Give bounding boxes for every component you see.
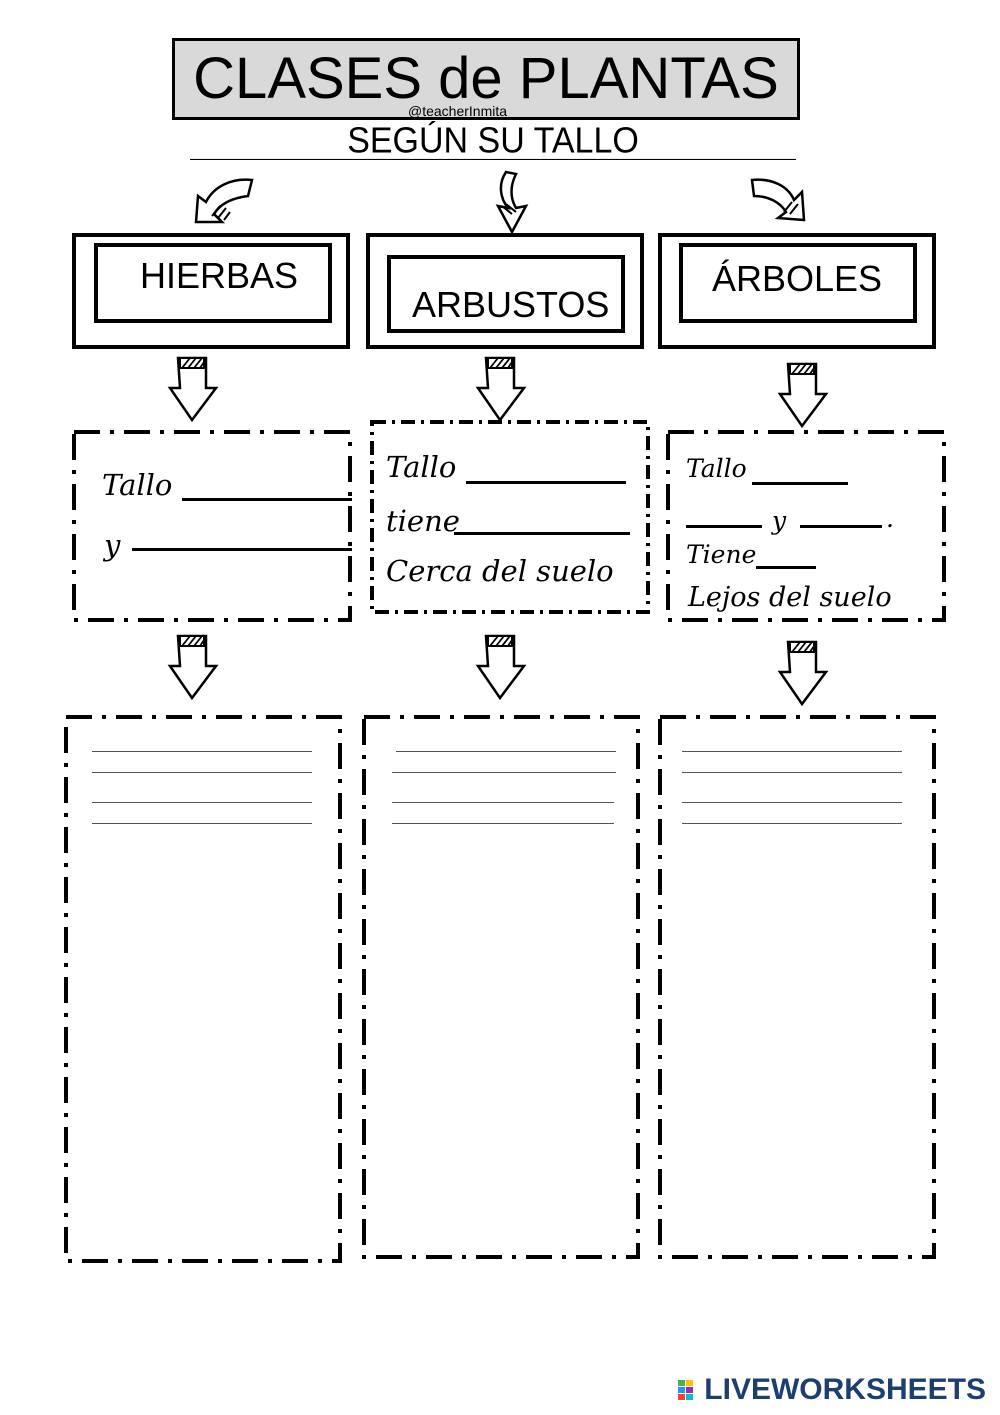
arbustos-tallo-blank[interactable] [466, 481, 626, 484]
arrow-left-curved-icon [194, 178, 254, 224]
arboles-dot: . [886, 504, 894, 533]
hierbas-y-label: y [104, 528, 121, 562]
description-box-arboles [666, 430, 946, 622]
arbustos-tiene-label: tiene [386, 504, 460, 538]
arboles-tallo-blank[interactable] [752, 482, 848, 485]
category-inner-arboles [679, 243, 917, 323]
brand-name: LIVEWORKSHEETS [704, 1373, 986, 1406]
page-subtitle: SEGÚN SU TALLO [190, 119, 796, 161]
hierbas-tallo-blank[interactable] [182, 498, 352, 501]
arboles-tiene-blank[interactable] [756, 566, 816, 569]
category-inner-hierbas [94, 243, 332, 323]
description-box-hierbas [72, 430, 352, 622]
arrow-down-icon [475, 356, 527, 423]
description-box-arbustos [370, 420, 650, 614]
writing-line [396, 751, 616, 752]
writing-line [682, 772, 902, 773]
arrow-down-icon [167, 356, 219, 423]
category-label-arbustos: ARBUSTOS [412, 284, 610, 325]
arrow-down-curved-icon [495, 170, 529, 235]
watermark: @teacherInmita [408, 103, 508, 119]
writing-line [392, 802, 614, 803]
liveworksheets-logo-icon [678, 1378, 702, 1402]
category-box-hierbas [72, 233, 350, 349]
page-title: CLASES de PLANTAS [193, 46, 779, 111]
arrow-down-icon [777, 362, 829, 429]
arrow-down-icon [475, 634, 527, 701]
answer-box-hierbas[interactable] [64, 715, 344, 1265]
writing-line [92, 772, 312, 773]
category-inner-arbustos [387, 255, 625, 333]
arbustos-cerca-label: Cerca del suelo [386, 554, 614, 588]
brand-footer: LIVEWORKSHEETS [678, 1373, 986, 1407]
writing-line [92, 823, 312, 824]
arrow-down-icon [777, 640, 829, 707]
category-box-arboles [658, 233, 936, 349]
hierbas-y-blank[interactable] [132, 548, 352, 551]
answer-box-arboles[interactable] [658, 715, 938, 1261]
arrow-right-curved-icon [750, 178, 806, 222]
writing-line [392, 772, 616, 773]
arbustos-tiene-blank[interactable] [454, 532, 630, 535]
arboles-blank-a[interactable] [686, 525, 762, 528]
writing-line [392, 823, 614, 824]
arboles-y-label: y [772, 506, 787, 535]
arboles-blank-b[interactable] [800, 525, 882, 528]
writing-line [92, 751, 312, 752]
category-label-hierbas: HIERBAS [140, 255, 299, 296]
writing-line [682, 802, 902, 803]
writing-line [682, 823, 902, 824]
arboles-tiene-label: Tiene [686, 540, 757, 569]
title-box [172, 38, 800, 120]
category-label-arboles: ÁRBOLES [712, 258, 883, 299]
answer-box-arbustos[interactable] [362, 715, 642, 1261]
writing-line [682, 751, 902, 752]
arboles-lejos-label: Lejos del suelo [688, 582, 892, 613]
hierbas-tallo-label: Tallo [102, 468, 173, 502]
arboles-tallo-label: Tallo [686, 454, 747, 483]
writing-line [92, 802, 312, 803]
arbustos-tallo-label: Tallo [386, 450, 457, 484]
category-box-arbustos [366, 233, 644, 349]
arrow-down-icon [167, 634, 219, 701]
